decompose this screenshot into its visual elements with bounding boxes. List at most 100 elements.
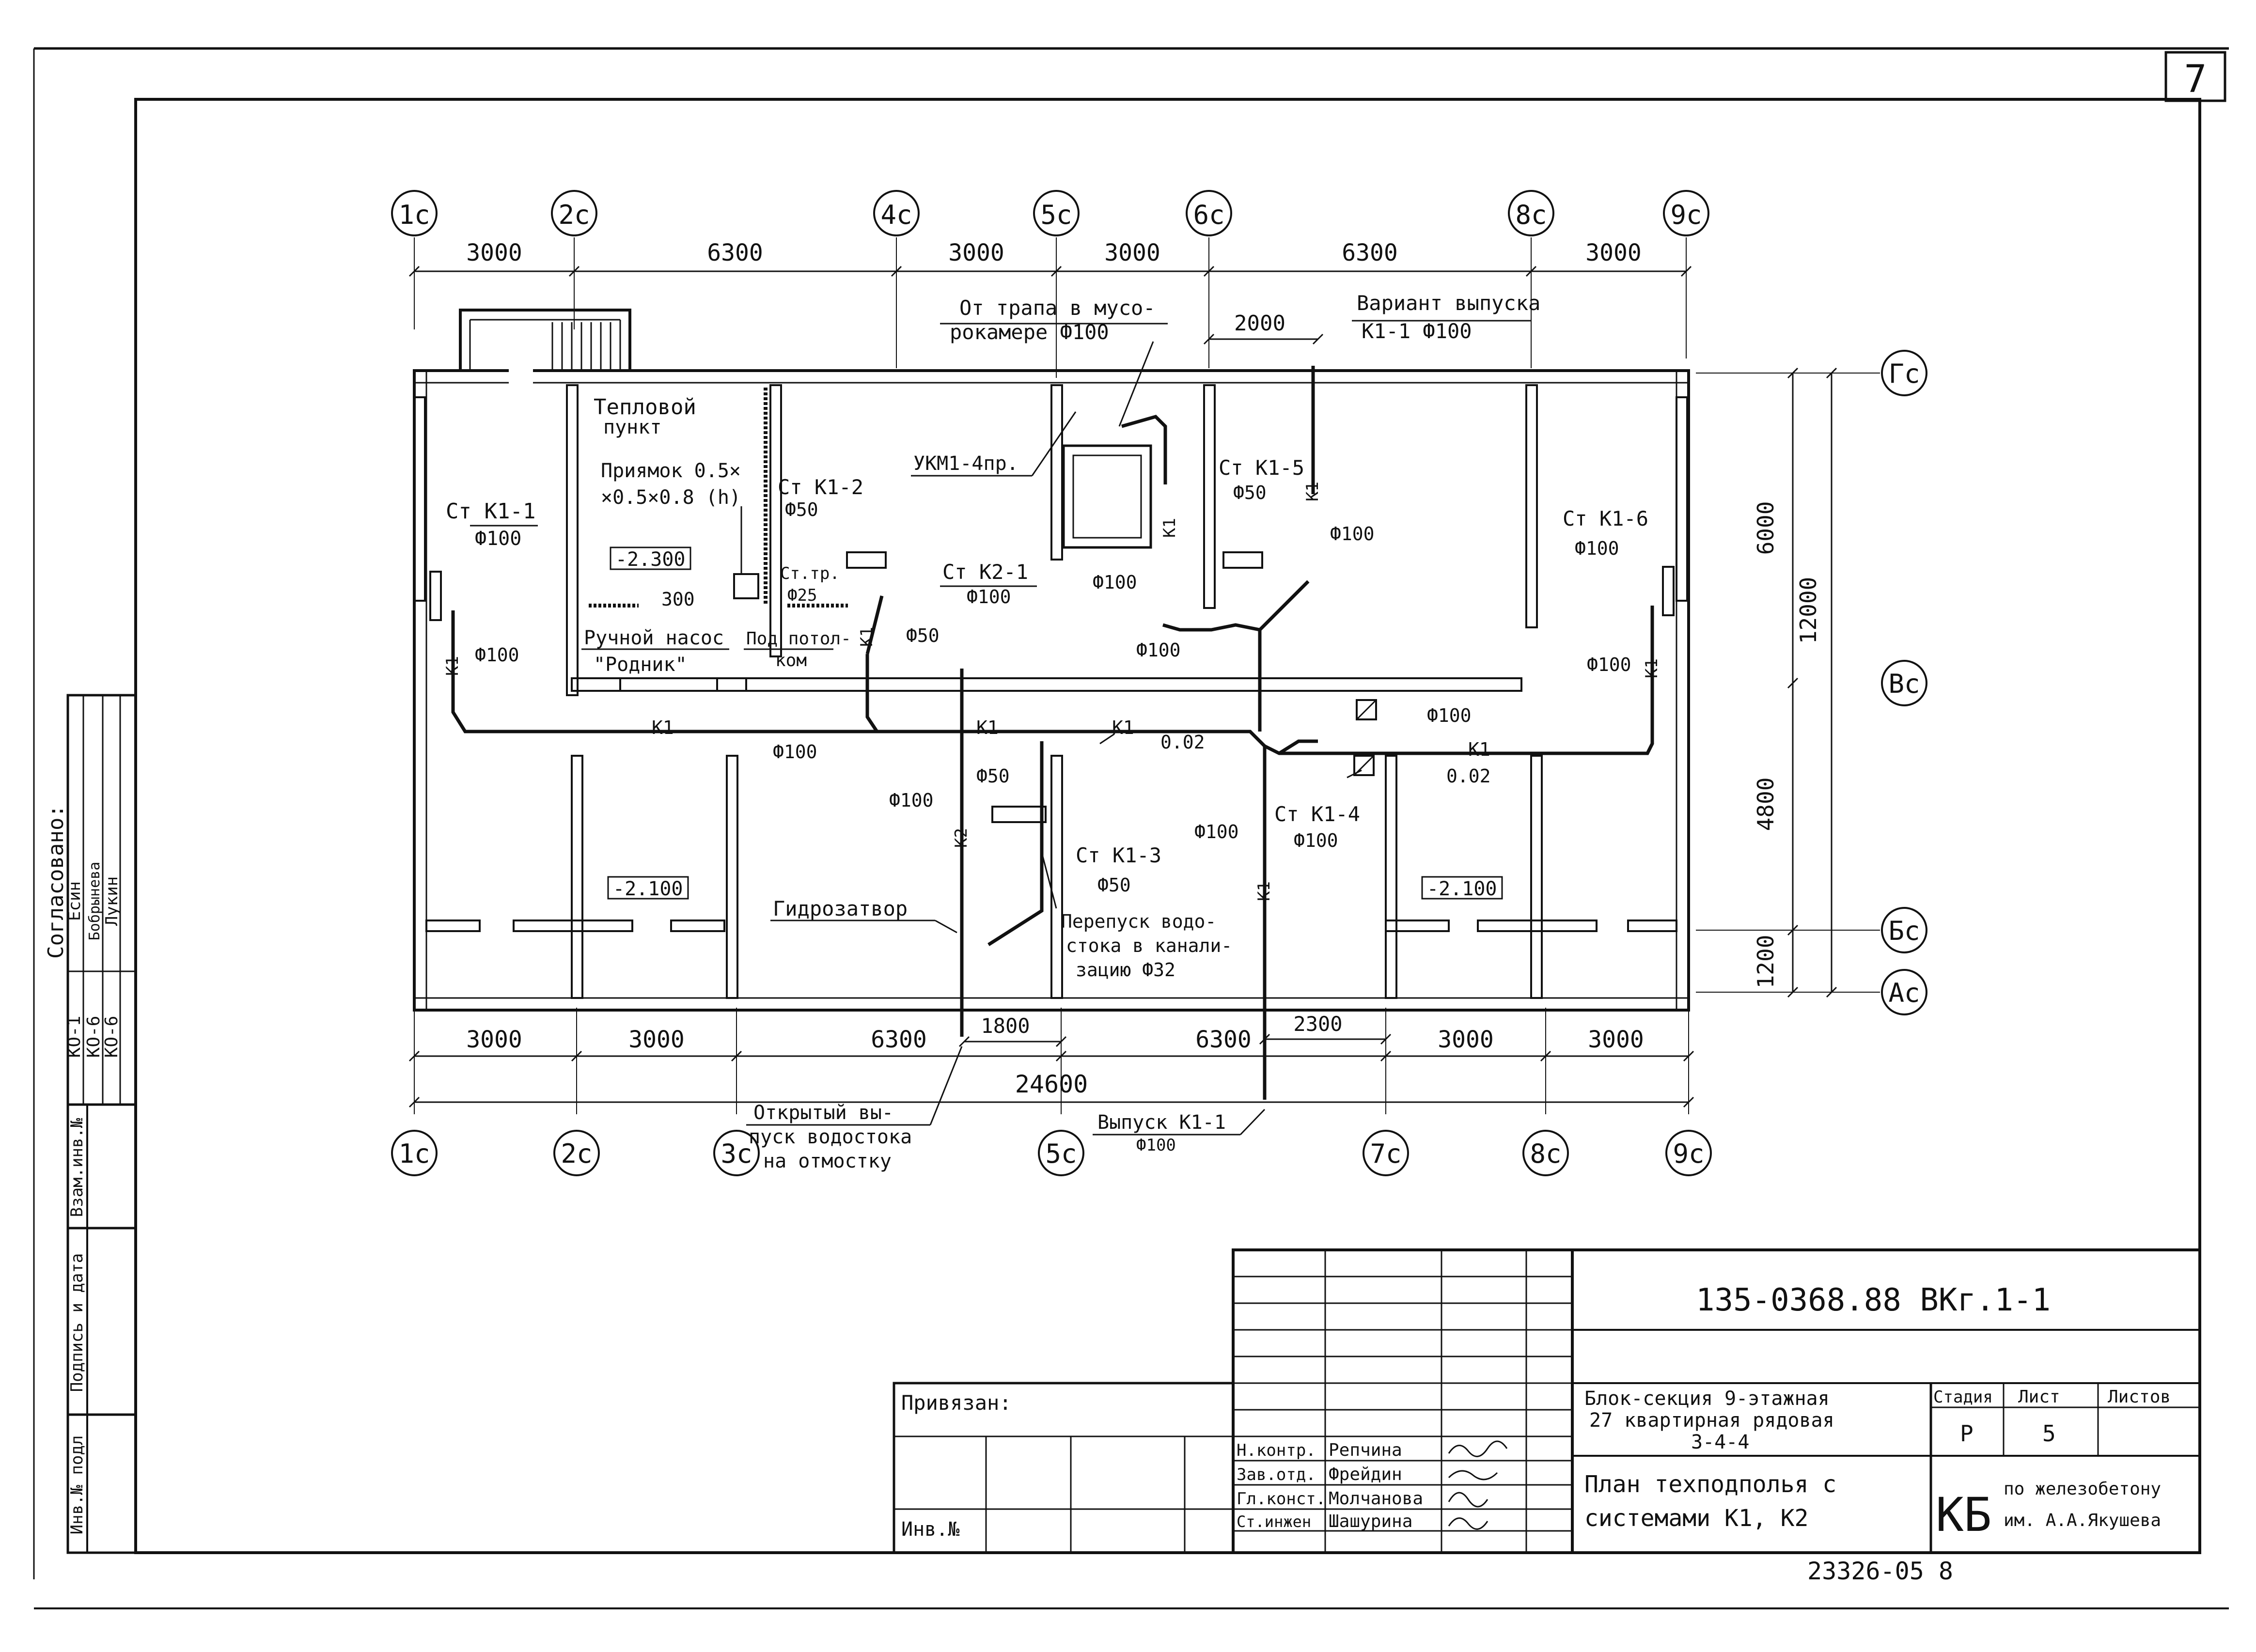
doc-title: 27 квартирная рядовая — [1589, 1409, 1834, 1432]
riser-label: Ст К1-4 — [1274, 802, 1360, 826]
axis-label: 1c — [398, 200, 430, 230]
doc-title: 3-4-4 — [1691, 1431, 1749, 1453]
note-text: К1-1 Ф100 — [1362, 319, 1472, 343]
stamp-header: Листов — [2108, 1387, 2171, 1407]
pipe-code: К1 — [1642, 658, 1661, 678]
pipe-code: К1 — [976, 717, 999, 738]
axis-label: Ас — [1888, 978, 1920, 1008]
note-text: "Родник" — [594, 654, 687, 676]
axis-label: 8c — [1530, 1138, 1561, 1169]
axis-label: 1c — [398, 1138, 430, 1169]
axis-label: 3c — [721, 1138, 752, 1169]
note-text: на отмостку — [763, 1150, 892, 1172]
riser-label: Ст К1-1 — [446, 499, 535, 524]
stamp-text: Взам.инв.№ — [67, 1118, 87, 1217]
dim-text: 6300 — [871, 1026, 927, 1053]
note-text: Вариант выпуска — [1357, 291, 1540, 315]
stamp-name: Молчанова — [1329, 1489, 1423, 1509]
elevation-mark: -2.300 — [615, 548, 686, 571]
stamp-text: Инв.№ подл — [67, 1435, 87, 1535]
axis-label: 2c — [558, 200, 590, 230]
sheet-title: системами К1, К2 — [1584, 1505, 1808, 1532]
dim-text: 3000 — [1104, 239, 1160, 266]
org-name: по железобетону — [2004, 1479, 2161, 1499]
sheet-title: План техподполья с — [1584, 1471, 1836, 1498]
stamp-header: Стадия — [1933, 1387, 1993, 1407]
dim-text: 3000 — [948, 239, 1004, 266]
dim-text: 3000 — [466, 1026, 522, 1053]
stamp-value: Р — [1960, 1420, 1974, 1447]
drawing-labels: От трапа в мусо- рокамере Ф100 Вариант в… — [443, 291, 1661, 1172]
signature — [1448, 1470, 1498, 1481]
dim-text: 3000 — [1438, 1026, 1494, 1053]
pipe-diameter: Ф100 — [1194, 821, 1239, 842]
dim-text: 6300 — [1195, 1026, 1252, 1053]
dim-text: 3000 — [1585, 239, 1642, 266]
stamp-text: КО-6 — [102, 1016, 122, 1058]
pipe-arrows — [1099, 733, 1362, 779]
axis-label: 2c — [561, 1138, 592, 1169]
stamp-role: Гл.конст. — [1237, 1489, 1326, 1509]
pipe-diameter: Ф100 — [773, 741, 817, 763]
title-block — [893, 1248, 2201, 1554]
note-text: Перепуск водо- — [1061, 911, 1216, 932]
archive-number: 23326-05 8 — [1807, 1557, 1953, 1585]
stamp-text: Есин — [65, 881, 84, 921]
dim-text: 300 — [661, 589, 695, 610]
slope-mark: 0.02 — [1160, 732, 1205, 753]
axis-bubbles-right: Гс Вс Бс Ас — [1881, 350, 1927, 1015]
pipe-diameter: Ф50 — [976, 765, 1010, 787]
dimension-lines — [408, 265, 1837, 1108]
note-text: стока в канали- — [1066, 935, 1232, 956]
note-text: Гидрозатвор — [773, 897, 908, 920]
note-text: ком — [775, 651, 807, 670]
signature — [1448, 1517, 1488, 1530]
slope-mark: 0.02 — [1446, 765, 1491, 787]
stamp-name: Фрейдин — [1329, 1465, 1402, 1484]
note-text: Открытый вы- — [753, 1102, 893, 1124]
pipe-diameter: Ф100 — [1330, 523, 1375, 545]
dim-text: 1200 — [1753, 935, 1779, 989]
stamp-text: Бобрынева — [86, 862, 103, 941]
dim-text: 6300 — [1342, 239, 1398, 266]
pipe-code: К1 — [1468, 739, 1490, 760]
approval-stamp-text: Согласовано: КО-1 КО-6 КО-6 Есин Бобрыне… — [44, 805, 122, 1534]
dim-total: 24600 — [1015, 1070, 1088, 1098]
axis-lines — [414, 237, 1880, 1114]
axis-label: Бс — [1888, 916, 1920, 946]
axis-label: 5c — [1040, 200, 1072, 230]
note-text: Выпуск К1-1 — [1097, 1111, 1226, 1134]
stamp-text: КО-6 — [84, 1016, 104, 1058]
stamp-text: КО-1 — [64, 1016, 84, 1058]
pipe-code: К1 — [1112, 717, 1134, 738]
note-text: Приямок 0.5× — [601, 460, 741, 482]
stamp-text: Согласовано: — [44, 805, 68, 959]
stamp-text: Подпись и дата — [67, 1253, 87, 1392]
axis-label: Гс — [1888, 358, 1920, 389]
stamp-header: Лист — [2018, 1387, 2060, 1407]
sheet-frame: 7 — [33, 47, 2229, 1609]
dimension-texts: 3000 6300 3000 3000 6300 3000 2000 3000 … — [466, 239, 1821, 1098]
dim-text: 3000 — [466, 239, 522, 266]
stamp-role: Зав.отд. — [1237, 1465, 1316, 1484]
stamp-name: Репчина — [1329, 1440, 1402, 1460]
stamp-text: Привязан: — [901, 1391, 1012, 1415]
pipe-diameter: Ф100 — [475, 644, 519, 666]
doc-code: 135-0368.88 ВКг.1-1 — [1696, 1282, 2051, 1318]
note-text: УКМ1-4пр. — [913, 452, 1018, 475]
pipe-diameter: Ф50 — [785, 499, 818, 520]
room-label: Тепловой — [594, 395, 696, 420]
stamp-role: Ст.инжен — [1237, 1512, 1311, 1531]
riser-label: Ст К1-6 — [1563, 507, 1648, 530]
stamp-value: 5 — [2042, 1420, 2056, 1447]
dim-text: 1800 — [981, 1014, 1030, 1038]
pipe-diameter: Ф100 — [1587, 654, 1631, 675]
pipe-diameter: Ф100 — [1294, 830, 1338, 851]
dim-text: 6000 — [1753, 501, 1779, 555]
elevation-mark: -2.100 — [613, 878, 683, 900]
dim-text: 2000 — [1234, 311, 1285, 336]
doc-title: Блок-секция 9-этажная — [1584, 1387, 1830, 1410]
riser-label: Ст К1-2 — [778, 475, 863, 499]
riser-label: Ст К1-5 — [1219, 456, 1304, 480]
